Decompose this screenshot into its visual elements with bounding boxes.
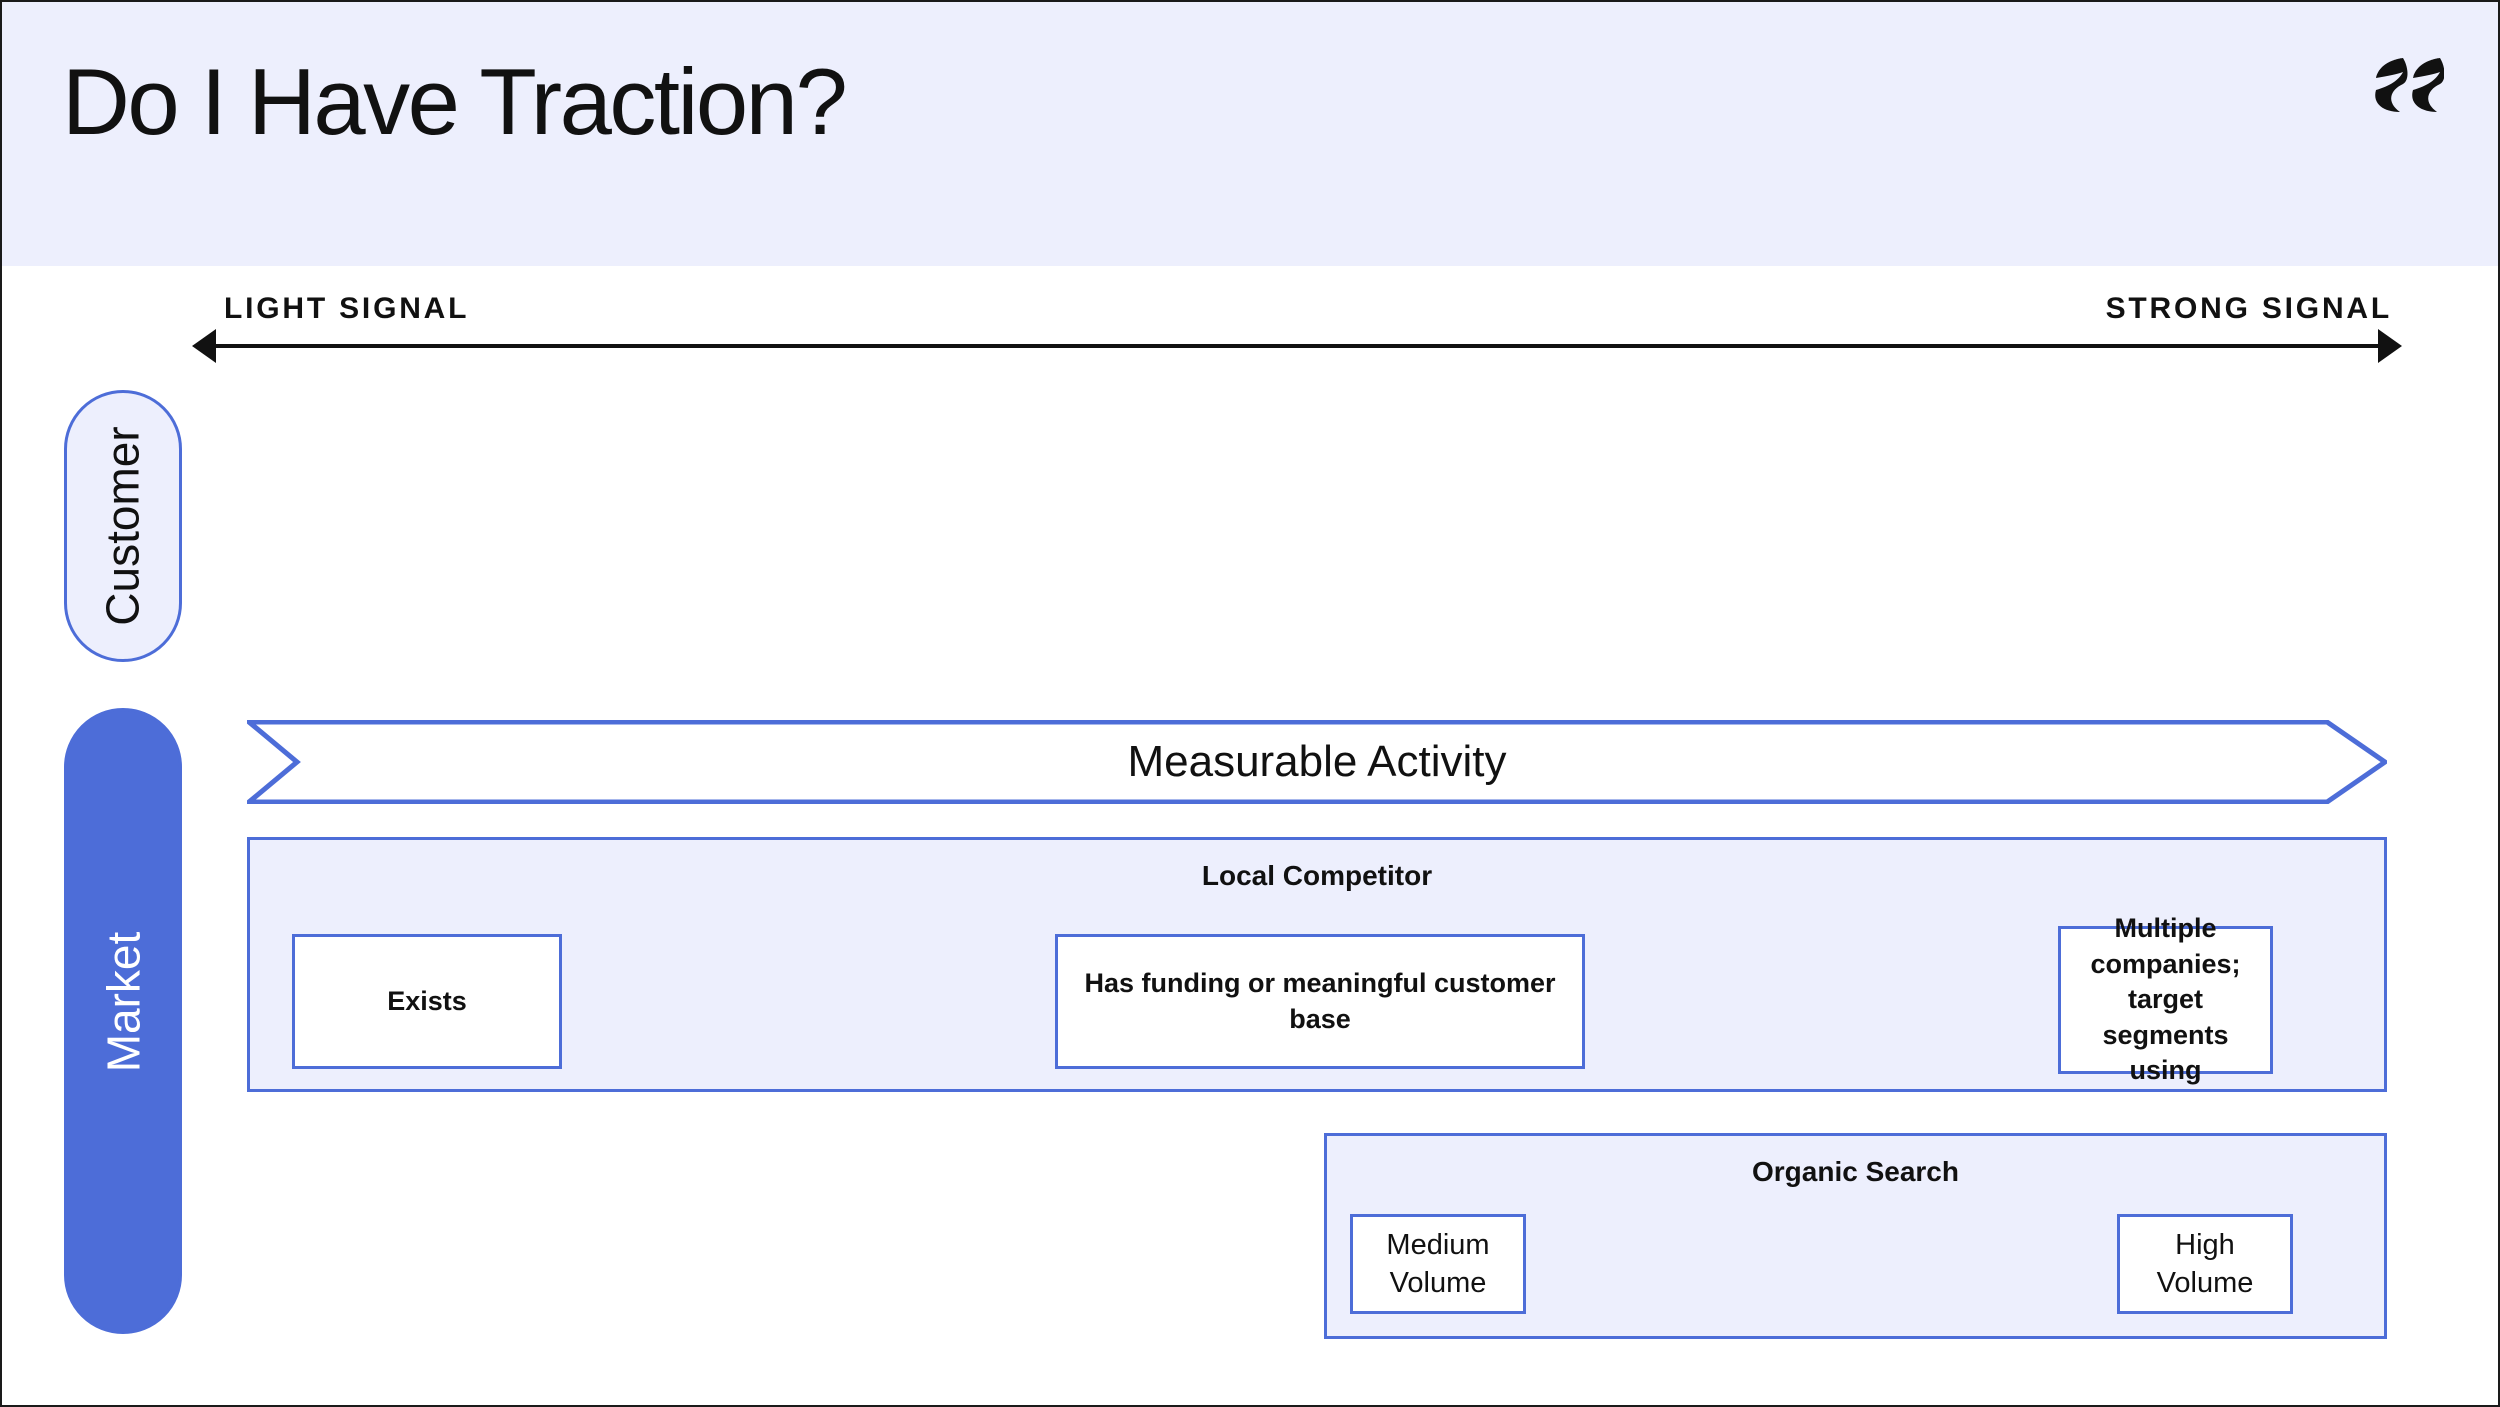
- page-title: Do I Have Traction?: [62, 49, 848, 154]
- double-chevron-logo-icon: [2370, 54, 2445, 116]
- axis-label-light-signal: LIGHT SIGNAL: [224, 292, 470, 325]
- signal-group-local-competitor: Local Competitor Exists Has funding or m…: [247, 837, 2387, 1092]
- arrow-left-icon: [192, 329, 216, 363]
- signal-card-multiple-companies[interactable]: Multiple companies; target segments usin…: [2058, 913, 2273, 1085]
- header-band: Do I Have Traction?: [2, 2, 2498, 266]
- measurable-activity-banner: Measurable Activity: [247, 720, 2387, 804]
- signal-strength-axis: LIGHT SIGNAL STRONG SIGNAL: [192, 292, 2402, 364]
- signal-group-organic-search: Organic Search Medium Volume High Volume: [1324, 1133, 2387, 1339]
- row-pill-customer-label: Customer: [97, 426, 150, 626]
- signal-card-medium-volume[interactable]: Medium Volume: [1350, 1214, 1526, 1314]
- signal-card-exists[interactable]: Exists: [292, 934, 562, 1069]
- row-pill-market-label: Market: [97, 931, 149, 1073]
- signal-card-high-volume[interactable]: High Volume: [2117, 1214, 2293, 1314]
- row-pill-customer: Customer: [64, 390, 182, 662]
- group-title-local-competitor: Local Competitor: [1201, 860, 1433, 891]
- group-title-organic-search: Organic Search: [1752, 1156, 1959, 1187]
- arrow-right-icon: [2378, 329, 2402, 363]
- axis-line: [212, 344, 2382, 348]
- measurable-activity-label: Measurable Activity: [1127, 737, 1507, 786]
- row-pill-market: Market: [64, 708, 182, 1334]
- signal-card-funding[interactable]: Has funding or meaningful customer base: [1055, 934, 1585, 1069]
- axis-label-strong-signal: STRONG SIGNAL: [2105, 292, 2392, 325]
